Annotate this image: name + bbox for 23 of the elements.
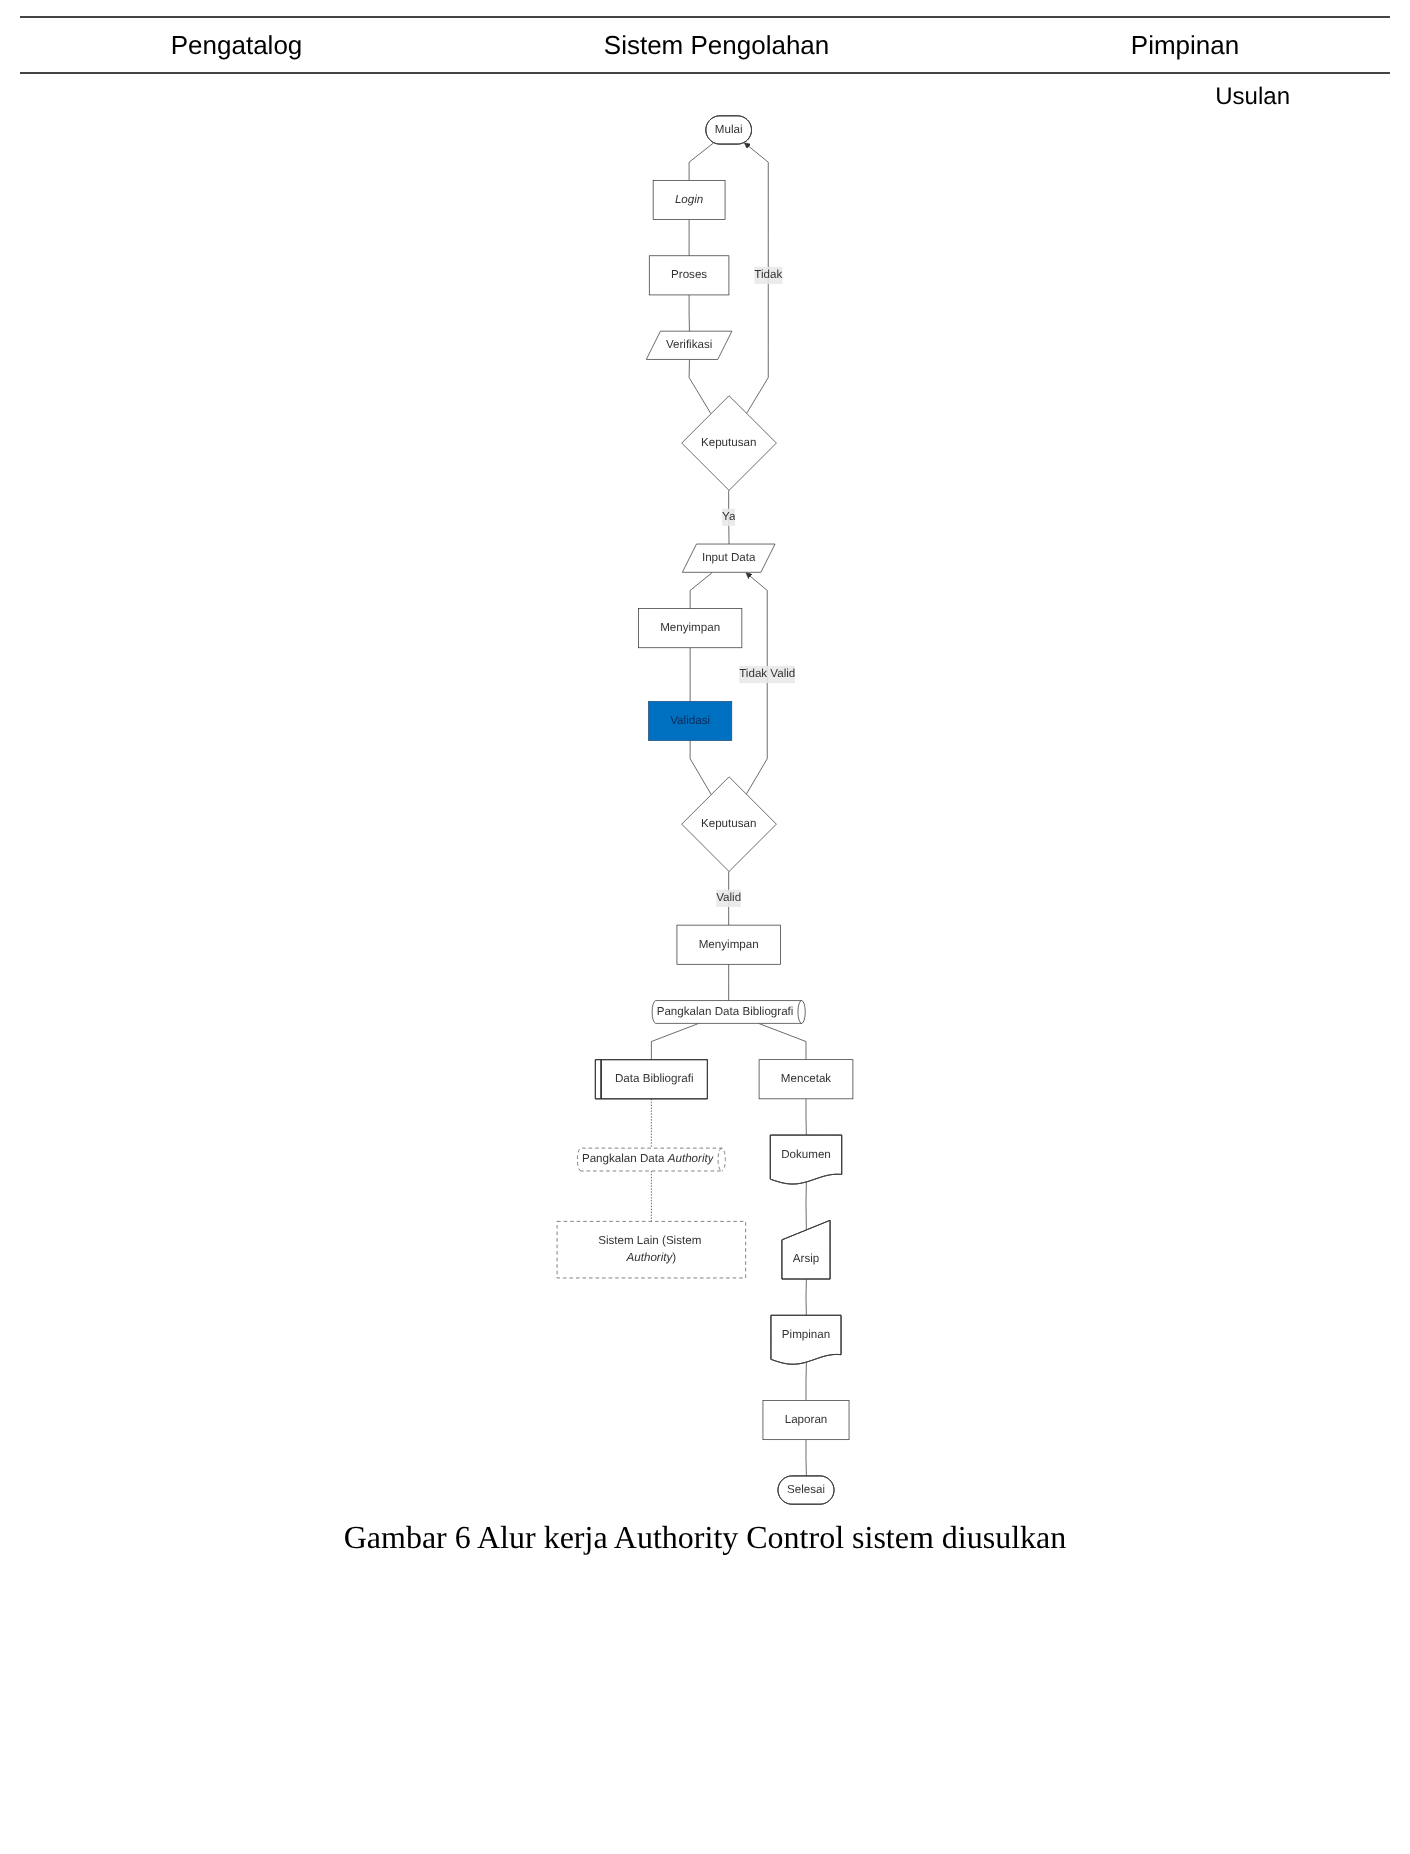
- connector: [805, 1182, 807, 1231]
- lane-header: Sistem Pengolahan: [603, 30, 830, 60]
- connector: [728, 963, 730, 1001]
- connector: [688, 142, 715, 181]
- connector: [689, 572, 713, 609]
- figure-caption: Gambar 6 Alur kerja Authority Control sistem diusulkan: [341, 1522, 1069, 1558]
- lane-header: Pimpinan: [1130, 30, 1240, 60]
- connector: [728, 490, 730, 545]
- connector: [688, 359, 712, 414]
- connector: [758, 1023, 807, 1061]
- connector: [689, 740, 712, 795]
- connector: [651, 1170, 652, 1222]
- connector: [805, 1279, 807, 1316]
- connector: [651, 1098, 652, 1149]
- connector: [805, 1439, 807, 1477]
- connector: [651, 1023, 700, 1061]
- connector: [688, 219, 690, 257]
- connector: [805, 1098, 807, 1136]
- connector: [688, 294, 690, 332]
- note-label: Usulan: [1215, 82, 1290, 110]
- lane-header: Pengatalog: [170, 30, 303, 60]
- connector: [689, 647, 691, 702]
- connector: [805, 1362, 807, 1401]
